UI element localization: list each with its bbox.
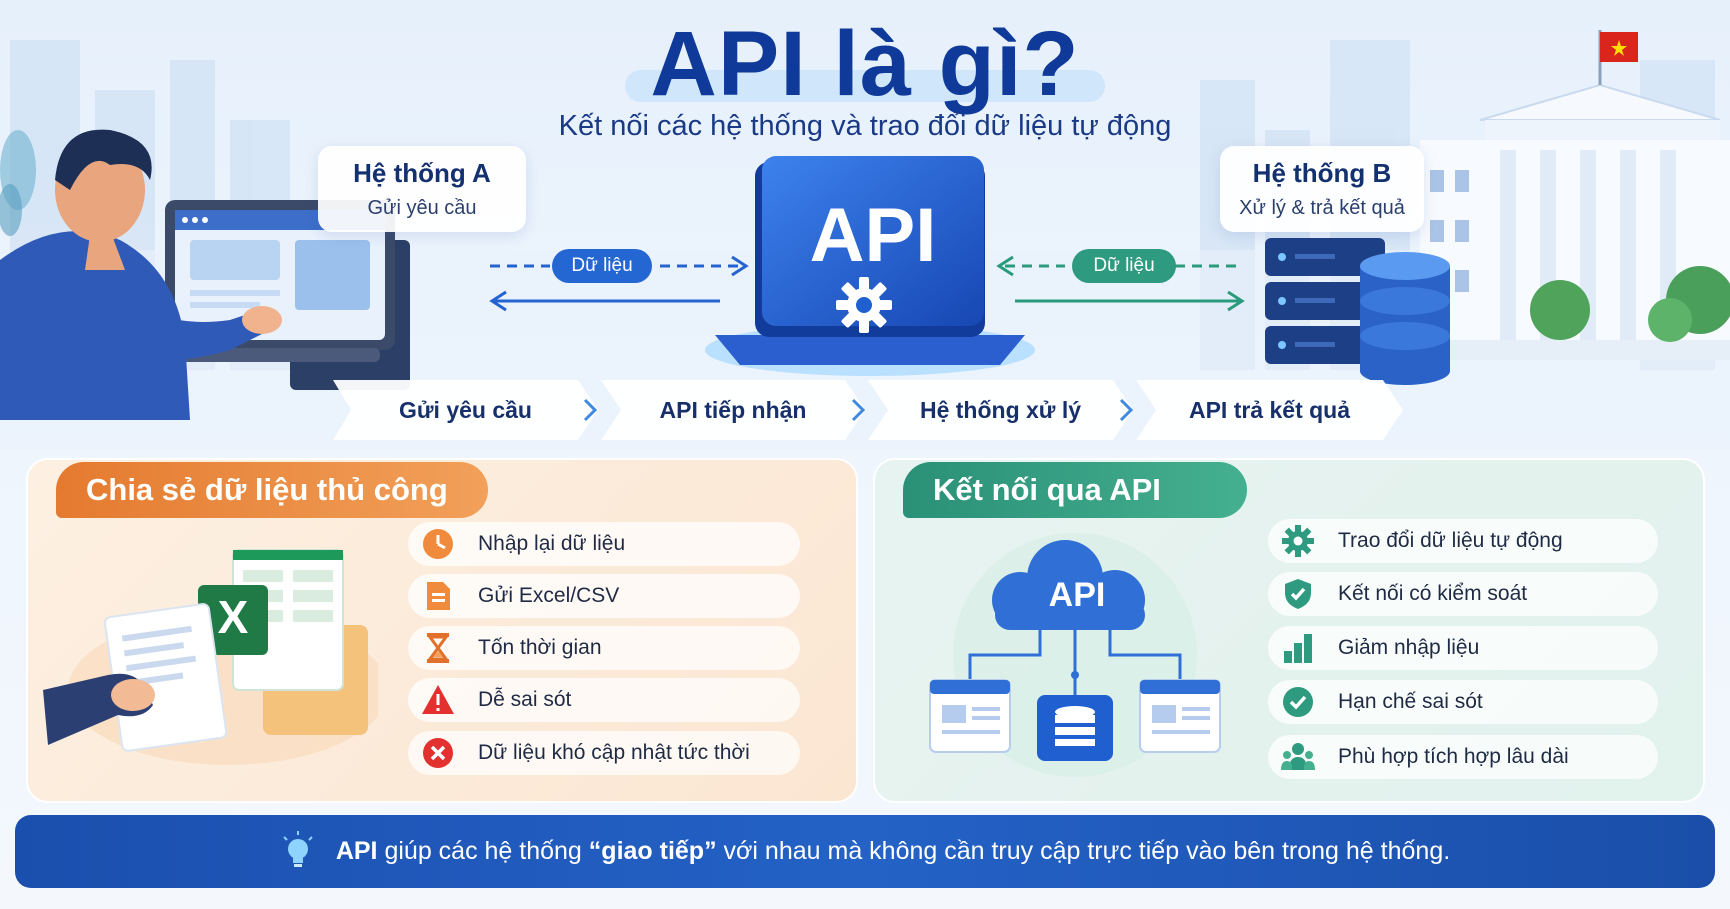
api-benefit-item: Trao đổi dữ liệu tự động [1268,519,1658,563]
api-benefit-label: Kết nối có kiểm soát [1338,582,1528,605]
excel-files-illustration [43,549,378,765]
lightbulb-icon [280,830,316,873]
check-circle-icon [1280,684,1316,720]
manual-item: Gửi Excel/CSV [408,574,800,618]
api-benefit-item: Hạn chế sai sót [1268,680,1658,724]
process-step-4: API trả kết quả [1136,380,1403,440]
api-center-label: API [809,193,937,278]
warning-icon [420,682,456,718]
footer-lead: API [335,837,378,865]
api-benefit-label: Giảm nhập liệu [1338,636,1480,659]
system-a-title: Hệ thống A [353,158,491,188]
api-benefit-item: Kết nối có kiểm soát [1268,572,1658,616]
api-center-illustration [705,156,1035,376]
server-database-illustration [1265,238,1450,385]
process-step-2: API tiếp nhận [601,380,865,440]
process-step-3-label: Hệ thống xử lý [919,397,1082,423]
manual-item-label: Dễ sai sót [478,688,572,711]
system-b-card: Hệ thống B Xử lý & trả kết quả [1220,146,1424,232]
manual-panel-title: Chia sẻ dữ liệu thủ công [56,462,488,518]
system-b-subtitle: Xử lý & trả kết quả [1239,197,1405,219]
api-benefit-label: Phù hợp tích hợp lâu dài [1338,745,1569,768]
footer-text-1: giúp các hệ thống [377,837,589,865]
hourglass-icon [420,630,456,666]
right-data-pill: Dữ liệu [1072,249,1176,283]
manual-item-label: Dữ liệu khó cập nhật tức thời [478,741,750,764]
person-laptop-illustration [0,129,410,420]
manual-item: Dữ liệu khó cập nhật tức thời [408,731,800,775]
shield-check-icon [1280,576,1316,612]
page-title: API là gì? [650,13,1080,115]
api-cloud-network-illustration [929,533,1221,777]
api-panel-title: Kết nối qua API [903,462,1247,518]
manual-item: Tốn thời gian [408,626,800,670]
clock-icon [420,526,456,562]
api-benefit-item: Giảm nhập liệu [1268,626,1658,670]
api-cloud-label: API [1048,576,1106,614]
page-subtitle: Kết nối các hệ thống và trao đổi dữ liệu… [558,110,1172,142]
document-icon [420,578,456,614]
gear-icon [1280,523,1316,559]
system-a-card: Hệ thống A Gửi yêu cầu [318,146,526,232]
footer-banner: API giúp các hệ thống “giao tiếp” với nh… [15,815,1715,888]
api-benefit-label: Hạn chế sai sót [1338,690,1483,713]
right-flow-arrows [996,255,1245,312]
process-step-3: Hệ thống xử lý [868,380,1133,440]
process-step-4-label: API trả kết quả [1188,397,1351,423]
manual-item-label: Nhập lại dữ liệu [478,532,626,555]
users-icon [1280,739,1316,775]
plant-illustration [0,130,36,236]
manual-item-label: Tốn thời gian [478,636,602,659]
api-benefit-item: Phù hợp tích hợp lâu dài [1268,735,1658,779]
api-benefit-label: Trao đổi dữ liệu tự động [1338,529,1563,552]
footer-text-2: với nhau mà không cần truy cập trực tiếp… [716,837,1451,865]
process-step-2-label: API tiếp nhận [659,397,807,423]
footer-quoted: “giao tiếp” [588,837,717,865]
manual-item-label: Gửi Excel/CSV [478,584,620,607]
bar-chart-icon [1280,630,1316,666]
process-step-1: Gửi yêu cầu [333,380,598,440]
process-step-1-label: Gửi yêu cầu [399,397,532,423]
left-data-pill: Dữ liệu [552,249,652,283]
manual-item: Nhập lại dữ liệu [408,522,800,566]
system-b-title: Hệ thống B [1252,158,1392,188]
process-strip [333,380,1403,440]
building-illustration [1410,30,1730,360]
excel-x-label: X [217,591,249,643]
manual-item: Dễ sai sót [408,678,800,722]
gear-icon [836,277,892,333]
left-flow-arrows [489,255,749,312]
title-highlight [625,70,1105,102]
error-icon [420,735,456,771]
system-a-subtitle: Gửi yêu cầu [367,197,477,219]
